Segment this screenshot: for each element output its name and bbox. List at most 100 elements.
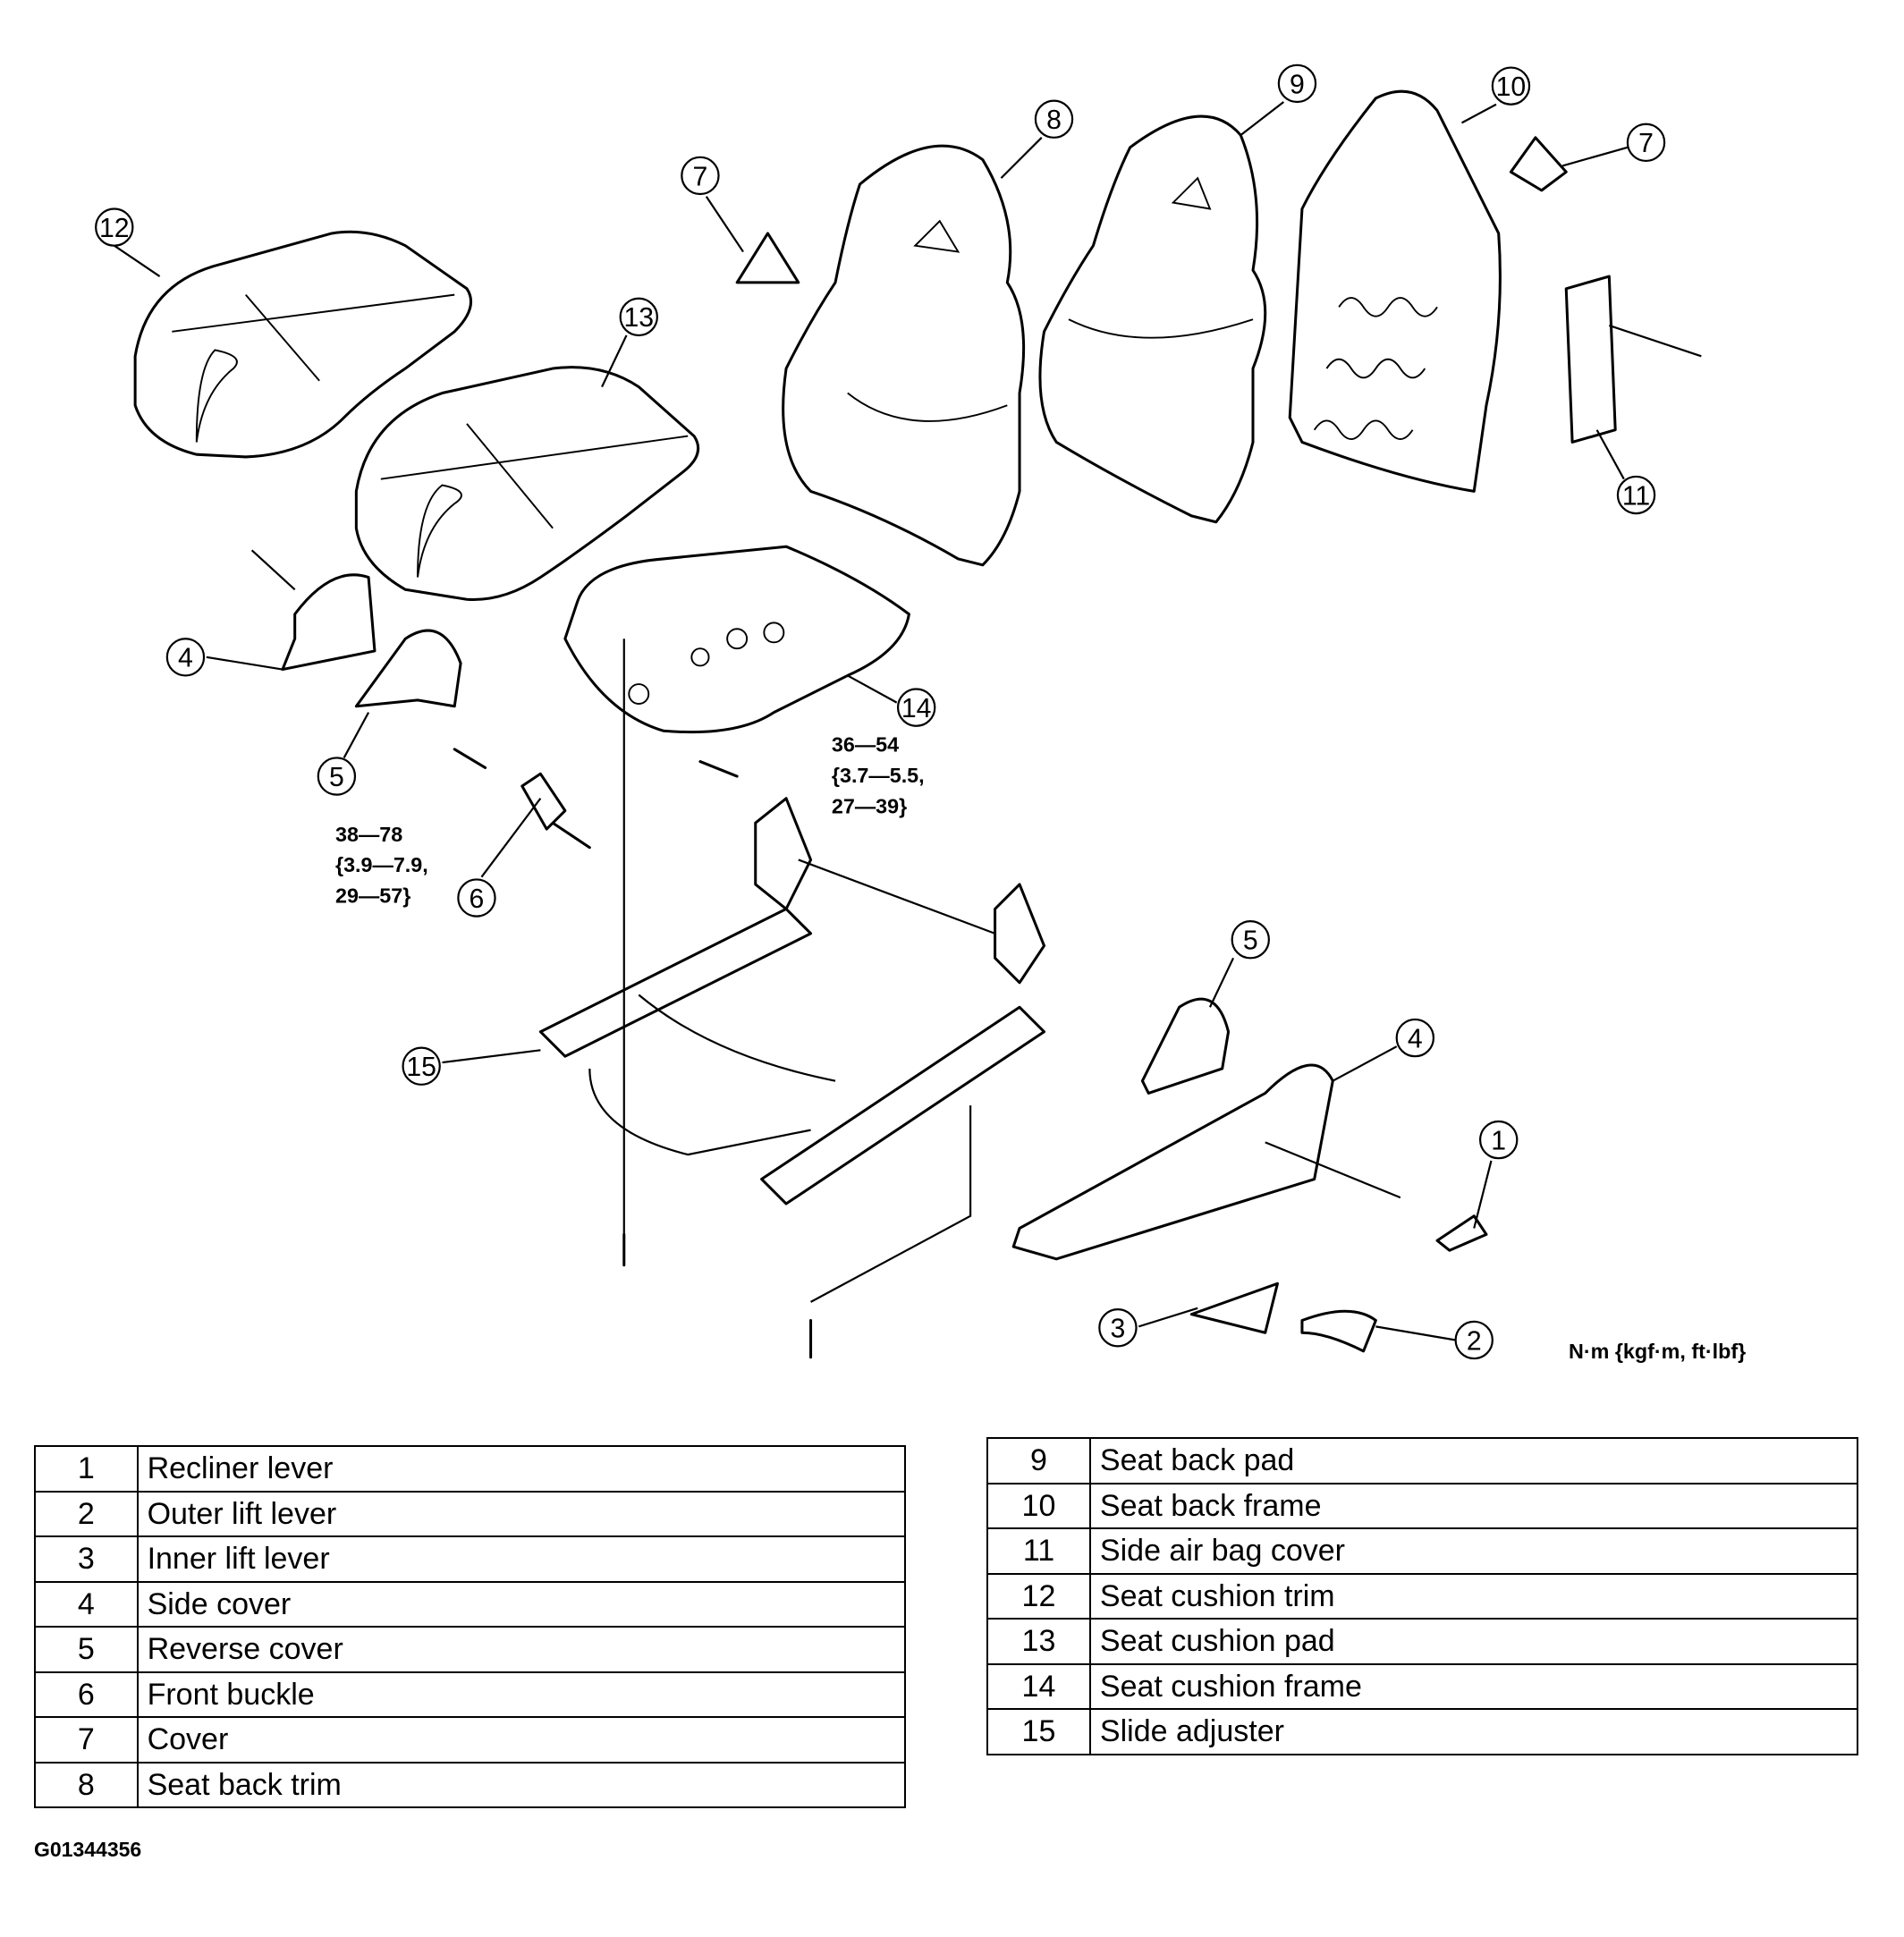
seat-back-frame-drawing (1288, 89, 1502, 493)
callout-10: 10 (1491, 66, 1531, 106)
svg-text:5: 5 (329, 763, 344, 792)
cover-drawing (1509, 136, 1568, 192)
part-name: Seat back frame (1088, 1482, 1859, 1529)
callout-14: 14 (896, 688, 936, 727)
part-number: 6 (34, 1671, 139, 1718)
part-name: Side air bag cover (1088, 1527, 1859, 1575)
callout-11: 11 (1616, 475, 1656, 515)
callout-3: 3 (1098, 1308, 1138, 1348)
part-number: 9 (986, 1437, 1091, 1484)
svg-text:3: 3 (1111, 1315, 1126, 1344)
callout-8: 8 (1034, 99, 1074, 139)
seat-cushion-pad-drawing (354, 366, 700, 602)
part-name: Recliner lever (136, 1445, 907, 1493)
part-number: 14 (986, 1662, 1091, 1710)
part-name: Front buckle (136, 1671, 907, 1718)
callout-1: 1 (1479, 1120, 1519, 1160)
svg-text:8: 8 (1046, 106, 1062, 135)
callout-6: 6 (457, 878, 496, 918)
part-number: 15 (986, 1708, 1091, 1755)
svg-text:11: 11 (1622, 481, 1650, 511)
svg-text:12: 12 (99, 214, 130, 243)
torque-units: N·m {kgf·m, ft·lbf} (1569, 1340, 1746, 1363)
torque-spec-lower: 38—78 {3.9—7.9, 29—57} (335, 823, 428, 908)
front-buckle-drawing (520, 772, 591, 850)
part-number: 12 (986, 1572, 1091, 1620)
svg-text:36—54: 36—54 (832, 733, 899, 757)
part-name: Reverse cover (136, 1626, 907, 1673)
part-number: 3 (34, 1535, 139, 1583)
part-name: Side cover (136, 1580, 907, 1628)
cover-drawing (735, 232, 800, 284)
part-number: 13 (986, 1618, 1091, 1665)
svg-text:38—78: 38—78 (335, 823, 402, 846)
callout-9: 9 (1277, 63, 1317, 104)
callout-4: 4 (1395, 1018, 1435, 1058)
svg-text:7: 7 (693, 162, 708, 191)
part-number: 1 (34, 1445, 139, 1493)
part-number: 10 (986, 1482, 1091, 1529)
callout-4: 4 (165, 638, 206, 677)
svg-text:4: 4 (178, 644, 193, 673)
side-cover-drawing-right (1011, 1063, 1334, 1261)
svg-text:4: 4 (1408, 1024, 1423, 1053)
svg-text:5: 5 (1243, 926, 1258, 956)
svg-text:{3.9—7.9,: {3.9—7.9, (335, 853, 428, 876)
part-name: Outer lift lever (136, 1490, 907, 1537)
figure-id: G01344356 (34, 1838, 142, 1861)
seat-cushion-frame-drawing (563, 545, 910, 734)
seat-back-pad-drawing (1038, 114, 1267, 524)
part-name: Inner lift lever (136, 1535, 907, 1583)
callout-7: 7 (1626, 123, 1666, 163)
part-name: Cover (136, 1716, 907, 1764)
svg-text:15: 15 (406, 1053, 436, 1082)
outer-lift-lever-drawing (1300, 1309, 1377, 1353)
svg-text:13: 13 (623, 303, 654, 333)
callout-5: 5 (317, 757, 357, 796)
part-name: Seat back pad (1088, 1437, 1859, 1484)
part-name: Seat cushion trim (1088, 1572, 1859, 1620)
svg-text:10: 10 (1496, 72, 1527, 102)
part-number: 7 (34, 1716, 139, 1764)
side-air-bag-cover-drawing (1564, 275, 1617, 444)
part-name: Seat cushion pad (1088, 1618, 1859, 1665)
part-number: 2 (34, 1490, 139, 1537)
callout-2: 2 (1454, 1320, 1494, 1360)
seat-cushion-trim-drawing (133, 230, 472, 459)
torque-spec-upper: 36—54 {3.7—5.5, 27—39} (832, 733, 925, 818)
leader-lines (114, 101, 1702, 1341)
svg-text:29—57}: 29—57} (335, 884, 410, 908)
callout-7: 7 (681, 156, 720, 196)
slide-adjuster-drawing (538, 797, 1046, 1205)
bolt-drawing (453, 748, 813, 1359)
part-number: 8 (34, 1761, 139, 1808)
callout-12: 12 (95, 207, 134, 247)
reverse-cover-drawing-left (354, 629, 462, 708)
part-number: 4 (34, 1580, 139, 1628)
svg-text:14: 14 (901, 694, 932, 723)
inner-lift-lever-drawing (1189, 1281, 1279, 1334)
part-name: Slide adjuster (1088, 1708, 1859, 1755)
svg-text:7: 7 (1638, 129, 1654, 158)
part-number: 5 (34, 1626, 139, 1673)
svg-text:6: 6 (470, 884, 485, 914)
svg-text:2: 2 (1467, 1326, 1482, 1356)
part-name: Seat cushion frame (1088, 1662, 1859, 1710)
callout-5: 5 (1231, 920, 1270, 960)
part-name: Seat back trim (136, 1761, 907, 1808)
svg-text:1: 1 (1491, 1126, 1506, 1155)
